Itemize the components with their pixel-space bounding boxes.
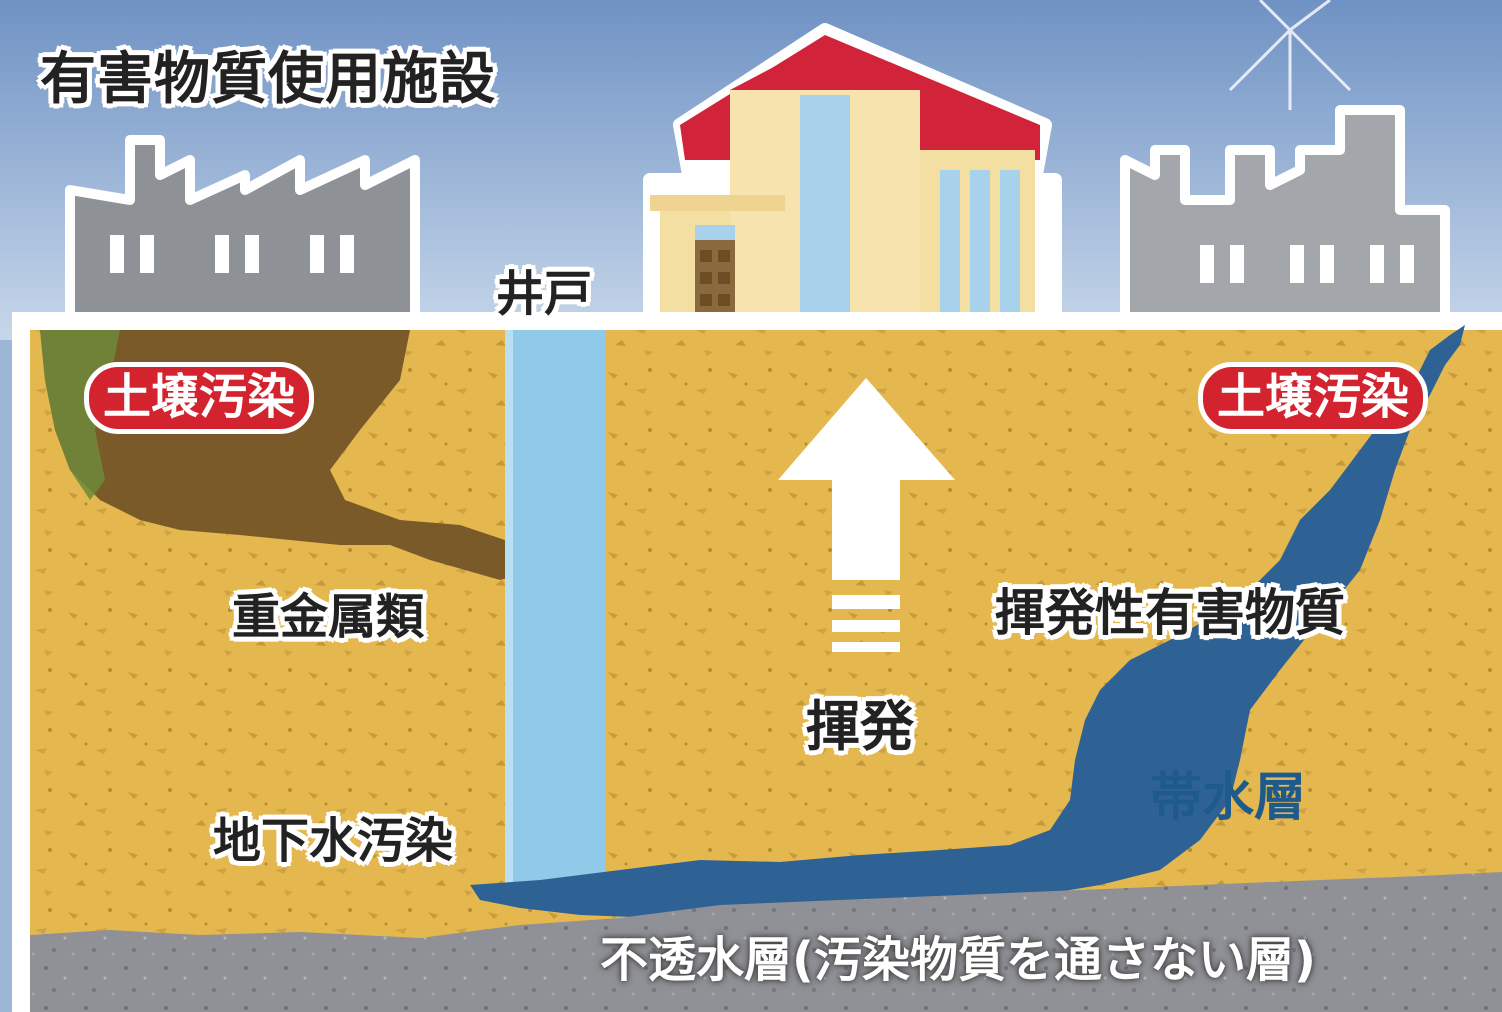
impermeable-layer-label: 不透水層(汚染物質を通さない層) (600, 932, 1316, 988)
well-label: 井戸 (496, 266, 593, 322)
sun-rays (1228, 0, 1352, 110)
well-shaft (505, 330, 605, 885)
facility-title: 有害物質使用施設 (40, 47, 496, 112)
factory-right (1120, 105, 1450, 335)
volatilization-arrow (778, 378, 955, 652)
volatilization-label: 揮発 (806, 695, 914, 758)
groundwater-contamination-label: 地下水汚染 (213, 813, 454, 869)
heavy-metals-label: 重金属類 (232, 589, 425, 645)
soil-contamination-badge-left: 土壌汚染 (84, 362, 315, 434)
groundwater-aquifer (470, 325, 1465, 918)
aquifer-label: 帯水層 (1150, 768, 1307, 828)
volatile-substances-label: 揮発性有害物質 (995, 584, 1345, 642)
factory-left (65, 135, 420, 335)
impermeable-layer (30, 872, 1502, 1012)
house (643, 23, 1062, 337)
soil-contamination-badge-right: 土壌汚染 (1198, 362, 1429, 434)
